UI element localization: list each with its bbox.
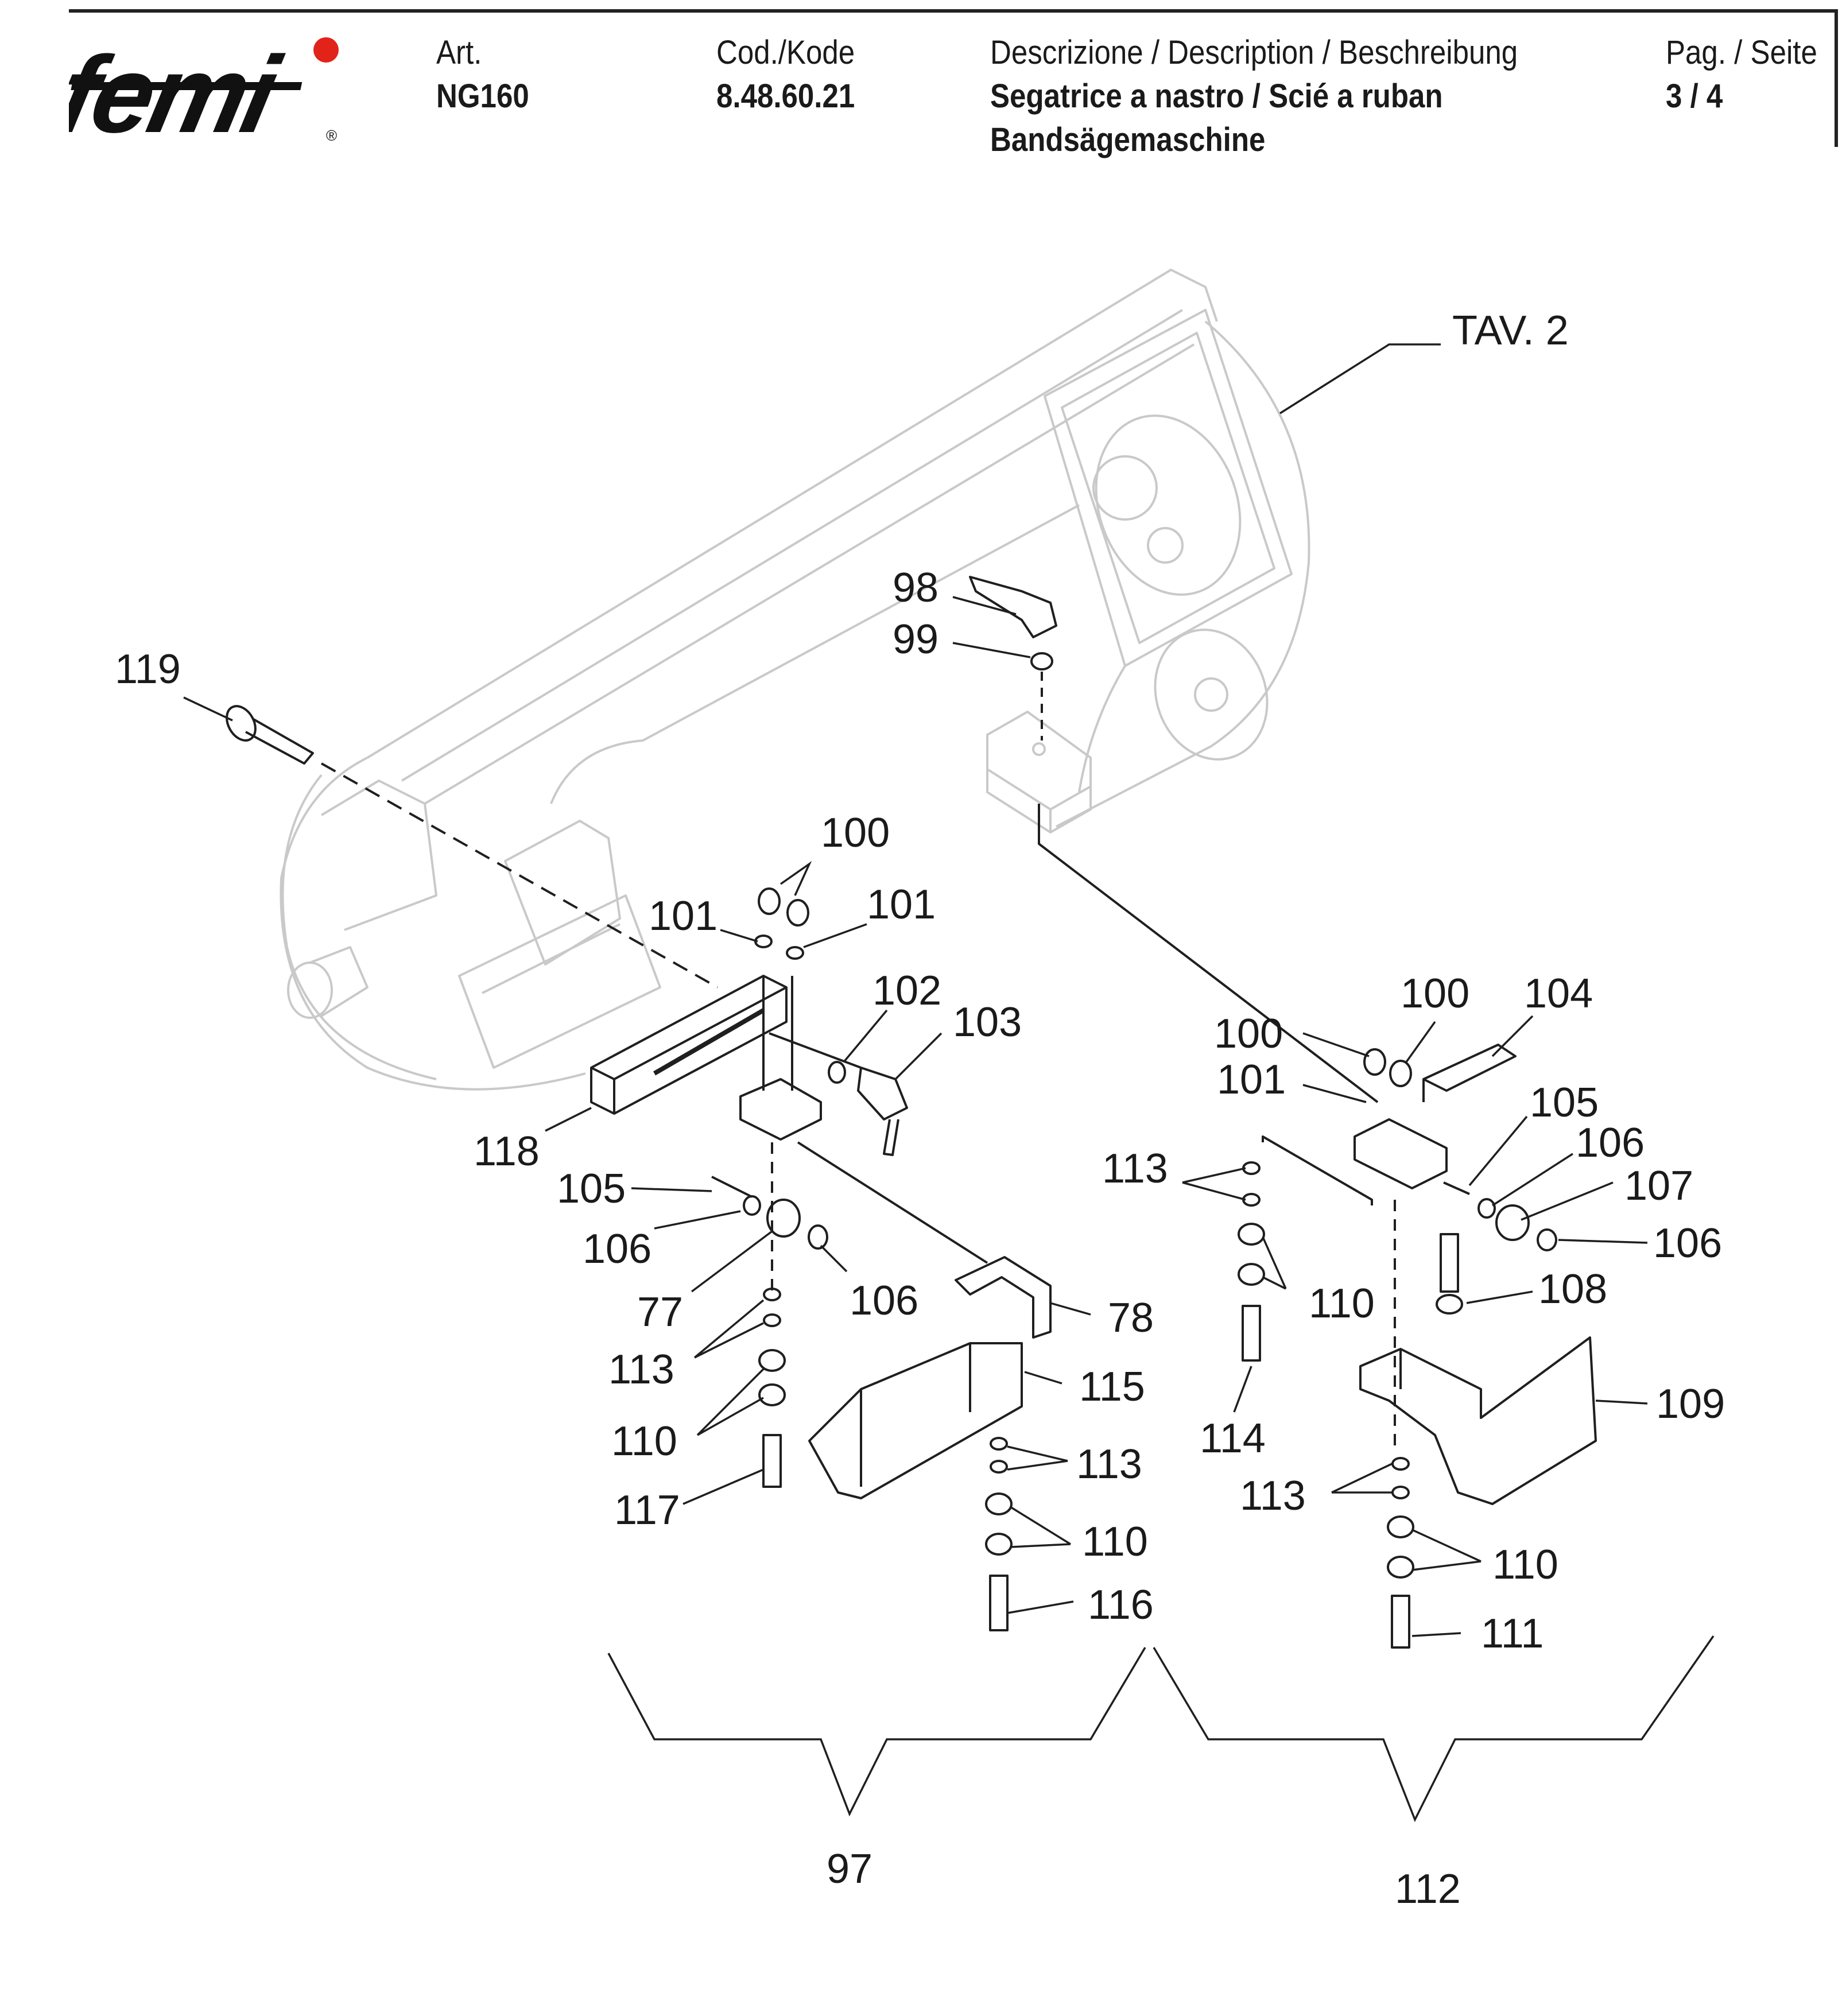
ref-label-tav2: TAV. 2 (1452, 308, 1569, 354)
callout-110-left-b: 110 (1082, 1519, 1148, 1565)
callout-106-right-a: 106 (1576, 1120, 1645, 1166)
callout-105-left: 105 (557, 1166, 626, 1212)
article-value: NG160 (436, 77, 529, 115)
callout-108: 108 (1538, 1266, 1607, 1312)
callout-111: 111 (1481, 1611, 1543, 1657)
callout-102: 102 (872, 968, 941, 1014)
group-label-112: 112 (1395, 1866, 1461, 1912)
group-label-97: 97 (827, 1846, 872, 1892)
callout-104: 104 (1524, 971, 1593, 1017)
callout-labels: TAV. 2 98 99 119 100 101 101 102 103 118… (115, 308, 1725, 1912)
saw-frame-outline (280, 269, 1310, 1091)
callout-103: 103 (953, 999, 1022, 1045)
code-block: Cod./Kode 8.48.60.21 (716, 31, 874, 118)
callout-110-left-a: 110 (611, 1418, 677, 1464)
callout-leaders (183, 343, 1715, 1823)
callout-106-right-b: 106 (1653, 1220, 1722, 1266)
header-right-rule (1835, 9, 1838, 147)
callout-118: 118 (474, 1129, 540, 1174)
callout-100-right-b: 100 (1214, 1011, 1283, 1057)
callout-113-left-a: 113 (608, 1347, 674, 1393)
code-label: Cod./Kode (716, 34, 855, 71)
code-value: 8.48.60.21 (716, 77, 855, 115)
description-line-2: Bandsägemaschine (990, 121, 1266, 158)
callout-119: 119 (115, 646, 181, 692)
article-label: Art. (436, 34, 482, 71)
callout-110-right-b: 110 (1492, 1542, 1558, 1588)
callout-105-right: 105 (1530, 1080, 1599, 1126)
callout-116: 116 (1088, 1582, 1154, 1628)
callout-77: 77 (637, 1289, 683, 1335)
description-line-1: Segatrice a nastro / Scié a ruban (990, 77, 1443, 115)
callout-99: 99 (893, 617, 938, 662)
callout-101-left-a: 101 (649, 893, 718, 939)
description-label: Descrizione / Description / Beschreibung (990, 34, 1518, 71)
page-label: Pag. / Seite (1666, 34, 1817, 71)
callout-106-left-a: 106 (583, 1226, 651, 1272)
parts-linework (226, 576, 1597, 1649)
callout-117: 117 (614, 1487, 680, 1533)
callout-78: 78 (1108, 1295, 1154, 1341)
svg-text:®: ® (326, 127, 337, 144)
description-block: Descrizione / Description / Beschreibung… (990, 31, 1589, 162)
callout-110-right-a: 110 (1309, 1281, 1375, 1327)
callout-115: 115 (1079, 1364, 1145, 1410)
callout-106-left-b: 106 (850, 1278, 918, 1324)
article-block: Art. NG160 (436, 31, 542, 118)
callout-114: 114 (1200, 1416, 1266, 1461)
page-block: Pag. / Seite 3 / 4 (1666, 31, 1838, 118)
callout-100-left: 100 (821, 810, 890, 856)
callout-113-left-b: 113 (1076, 1441, 1142, 1487)
callout-109: 109 (1656, 1381, 1725, 1427)
callout-98: 98 (893, 565, 938, 611)
callout-101-left-b: 101 (867, 882, 936, 928)
page-value: 3 / 4 (1666, 77, 1723, 115)
femi-logo: femi ® (69, 33, 339, 146)
callout-113-right-a: 113 (1102, 1146, 1168, 1192)
header-top-rule (69, 9, 1837, 13)
callout-101-right: 101 (1217, 1057, 1286, 1103)
callout-107: 107 (1624, 1163, 1693, 1209)
callout-113-right-b: 113 (1240, 1473, 1306, 1519)
logo-red-dot (313, 37, 339, 63)
callout-100-right-a: 100 (1401, 971, 1469, 1017)
